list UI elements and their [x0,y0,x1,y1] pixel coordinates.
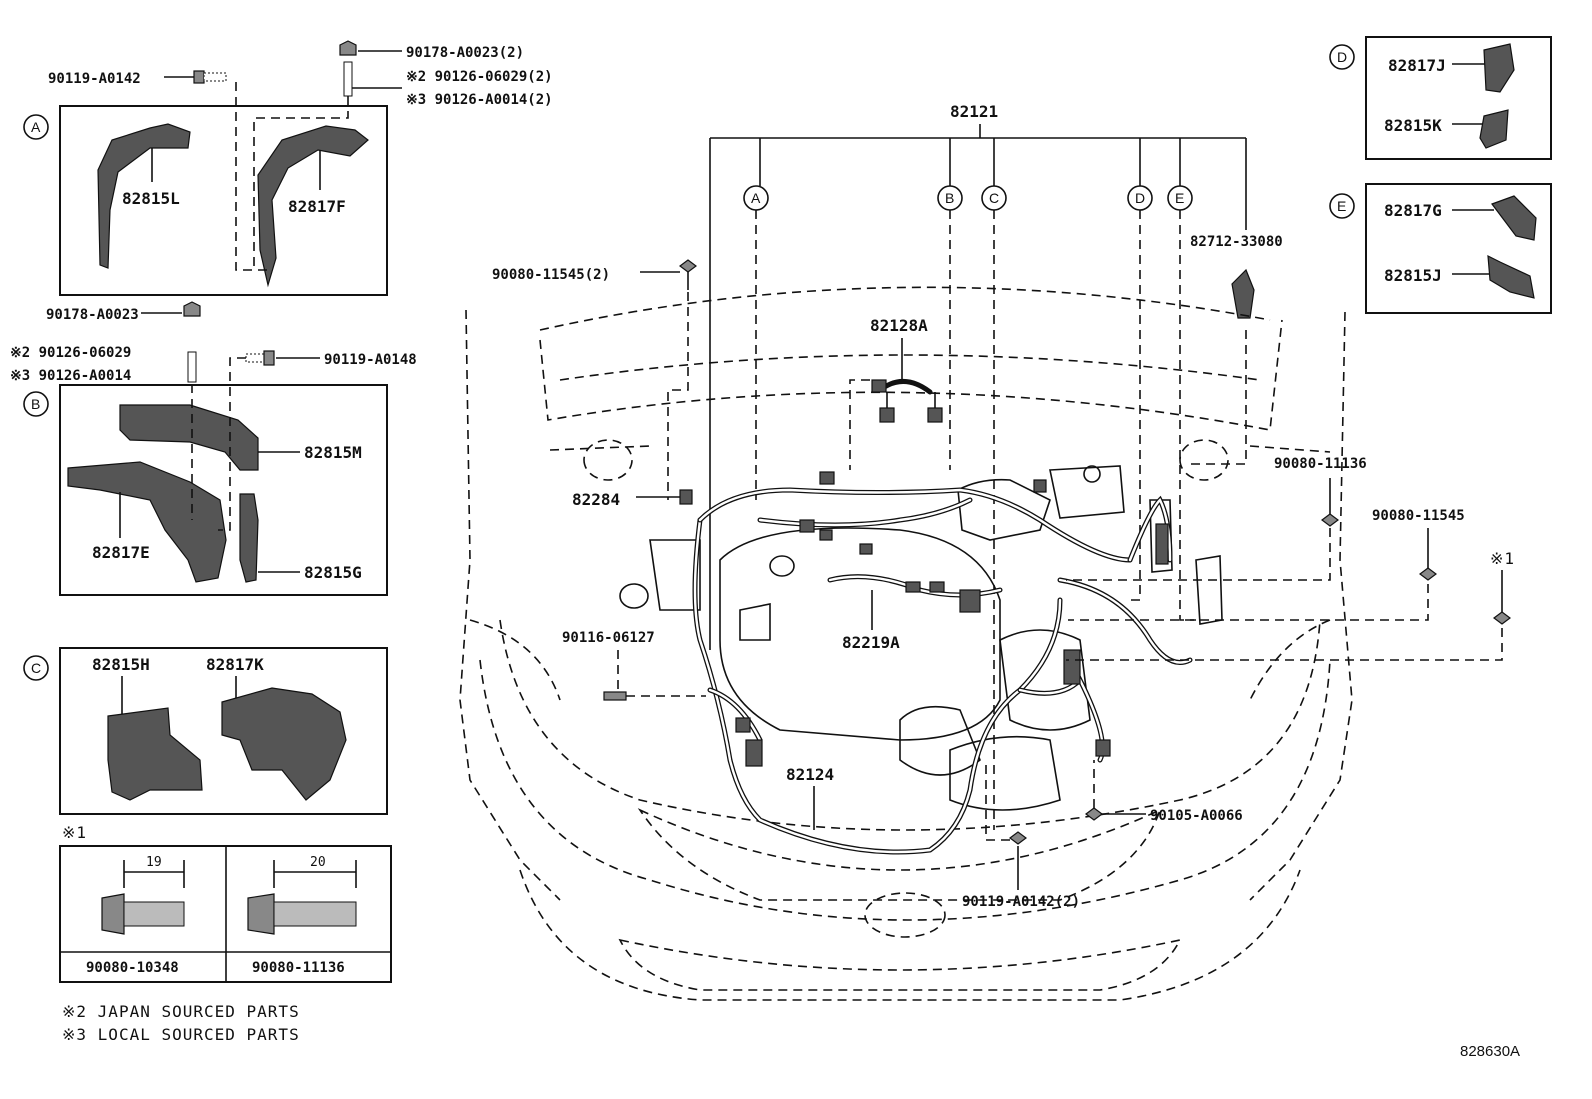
callout-c-center: C [981,185,1007,211]
label-90080-10348[interactable]: 90080-10348 [86,960,179,976]
label-82817j[interactable]: 82817J [1388,56,1446,75]
callout-c-left [23,655,49,681]
svg-text:A: A [31,119,41,135]
label-82219a[interactable]: 82219A [842,633,900,652]
label-82815k[interactable]: 82815K [1384,116,1442,135]
label-90126-06029-2[interactable]: ※2 90126-06029(2) [406,69,553,85]
callout-b-left [23,391,49,417]
note2: ※2 JAPAN SOURCED PARTS [62,1002,300,1021]
callout-d-center: D [1127,185,1153,211]
bracket-82817g [1491,195,1537,241]
connector-82128a [871,379,943,423]
box-a [59,105,388,296]
dim-19: 19 [146,855,162,870]
svg-text:B: B [945,190,954,206]
stud-90126-single [187,351,197,383]
label-90116-06127[interactable]: 90116-06127 [562,630,655,646]
callout-e-right [1329,193,1355,219]
bracket-82815k [1479,109,1509,149]
label-82815g[interactable]: 82815G [304,563,362,582]
callout-e-center: E [1167,185,1193,211]
label-82815h[interactable]: 82815H [92,655,150,674]
label-90126-a0014[interactable]: ※3 90126-A0014 [10,368,131,384]
svg-text:E: E [1175,190,1184,206]
bracket-82815h [107,707,203,801]
label-82815j[interactable]: 82815J [1384,266,1442,285]
label-90178-a0023-2[interactable]: 90178-A0023(2) [406,45,524,61]
vehicle-body-outline [459,286,1353,1001]
bolt-90080-11136 [1321,513,1339,527]
label-82128a[interactable]: 82128A [870,316,928,335]
bracket-82817j [1483,43,1515,93]
bolt-90119-a0142-2 [1009,831,1027,845]
part-82284 [679,489,693,505]
svg-text:C: C [31,660,41,676]
wire-harness-82121 [692,471,1193,855]
figure-reference: 828630A [1460,1043,1520,1060]
callout-b-center: B [937,185,963,211]
bracket-82817k [221,687,347,801]
label-90119-a0142[interactable]: 90119-A0142 [48,71,141,87]
callout-a-left [23,114,49,140]
callout-a-center: A [743,185,769,211]
box-e [1365,183,1552,314]
svg-text:E: E [1337,198,1346,214]
cover-82815g [239,493,259,583]
svg-text:D: D [1337,49,1347,65]
bracket-82817e [67,461,227,583]
box-d [1365,36,1552,160]
sensor-82712-33080 [1231,268,1255,319]
bolt-90080-11545-top [679,259,697,273]
label-90105-a0066[interactable]: 90105-A0066 [1150,808,1243,824]
nut-90178-a0023-2 [339,40,402,56]
label-90119-a0148[interactable]: 90119-A0148 [324,352,417,368]
cover-82815m [119,404,259,471]
label-90080-11545-2[interactable]: 90080-11545(2) [492,267,610,283]
svg-text:A: A [751,190,761,206]
label-82815l[interactable]: 82815L [122,189,180,208]
note1-marker: ※1 [62,823,87,842]
label-82817f[interactable]: 82817F [288,197,346,216]
plug-90116-06127 [603,691,627,701]
label-90080-11136[interactable]: 90080-11136 [1274,456,1367,472]
bracket-82815l [97,123,191,269]
label-82712-33080[interactable]: 82712-33080 [1190,234,1283,250]
bolt-90105-a0066 [1085,807,1103,821]
label-90178-a0023[interactable]: 90178-A0023 [46,307,139,323]
label-90080-11136-table[interactable]: 90080-11136 [252,960,345,976]
bracket-82815j [1487,254,1535,299]
label-82817e[interactable]: 82817E [92,543,150,562]
label-90126-06029[interactable]: ※2 90126-06029 [10,345,131,361]
svg-text:C: C [989,190,999,206]
box-b [59,384,388,596]
label-90080-11545[interactable]: 90080-11545 [1372,508,1465,524]
bolt-90119-a0142 [164,70,227,84]
bolt-note1 [1493,611,1511,625]
svg-text:D: D [1135,190,1145,206]
note1-marker-right: ※1 [1490,549,1515,568]
stud-90126 [343,61,402,97]
note3: ※3 LOCAL SOURCED PARTS [62,1025,300,1044]
label-82817g[interactable]: 82817G [1384,201,1442,220]
bracket-82817f [257,125,369,288]
box-c [59,647,388,815]
nut-90178-a0023 [183,301,201,317]
label-82284[interactable]: 82284 [572,490,620,509]
label-90119-a0142-2[interactable]: 90119-A0142(2) [962,894,1080,910]
bolt-90080-10348 [101,893,185,935]
callout-d-right [1329,44,1355,70]
label-82124[interactable]: 82124 [786,765,834,784]
bolt-90080-11136 [247,893,357,935]
label-82815m[interactable]: 82815M [304,443,362,462]
svg-text:B: B [31,396,40,412]
label-90126-a0014-2[interactable]: ※3 90126-A0014(2) [406,92,553,108]
label-82817k[interactable]: 82817K [206,655,264,674]
bolt-90080-11545 [1419,567,1437,581]
bolt-90119-a0148 [245,350,320,366]
dim-20: 20 [310,855,326,870]
label-82121[interactable]: 82121 [950,102,998,121]
